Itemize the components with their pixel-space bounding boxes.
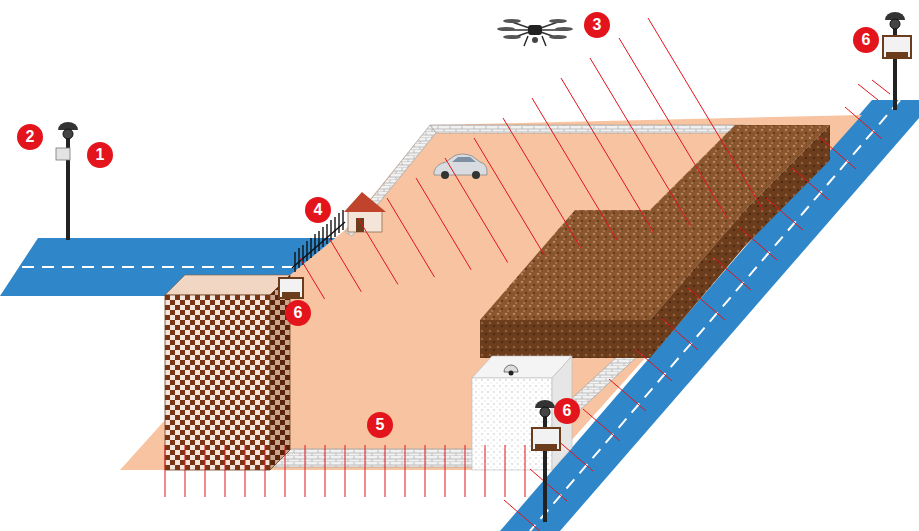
parked-car — [434, 154, 487, 179]
callout-number: 6 — [554, 398, 580, 424]
drone — [497, 19, 573, 46]
callout-number: 2 — [17, 124, 43, 150]
checkered-building — [165, 275, 290, 470]
wall-monitor — [279, 278, 303, 298]
callout-number: 6 — [853, 27, 879, 53]
callout-number: 6 — [285, 300, 311, 326]
callout-number: 3 — [584, 12, 610, 38]
monitor-pole — [883, 12, 911, 110]
boundary-scan-lines — [165, 445, 525, 497]
road-scan-lines — [504, 80, 890, 531]
callout-number: 5 — [367, 412, 393, 438]
site-ground — [120, 115, 862, 470]
guard-house — [344, 192, 386, 232]
callout-number: 4 — [305, 197, 331, 223]
camera-pole — [56, 122, 78, 240]
callout-number: 1 — [87, 142, 113, 168]
drone-scan-lines — [300, 18, 764, 299]
